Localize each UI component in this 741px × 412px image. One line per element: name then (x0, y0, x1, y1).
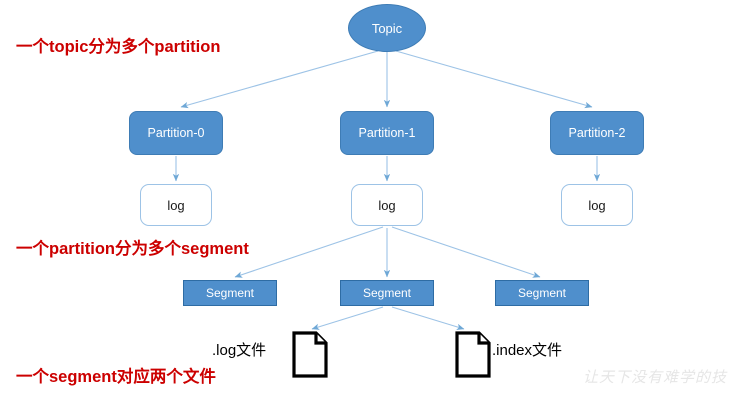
node-log-2-label: log (588, 197, 606, 213)
node-log-2[interactable]: log (561, 184, 633, 226)
node-segment-0-label: Segment (205, 286, 255, 300)
node-topic-label: Topic (371, 20, 403, 36)
node-segment-0[interactable]: Segment (183, 280, 277, 306)
node-topic[interactable]: Topic (348, 4, 426, 52)
edge-group-log-to-segments (234, 226, 541, 278)
edge-group-partitions-to-logs (172, 156, 601, 182)
annotation-topic-partition: 一个topic分为多个partition (16, 38, 221, 56)
node-log-0[interactable]: log (140, 184, 212, 226)
watermark-text: 让天下没有难学的技 (583, 368, 728, 386)
file-label-index: .index文件 (492, 342, 563, 359)
document-icon-index (455, 331, 491, 378)
node-partition-1[interactable]: Partition-1 (340, 111, 434, 155)
node-segment-2[interactable]: Segment (495, 280, 589, 306)
node-log-0-label: log (167, 197, 185, 213)
edge-group-segment-to-files (311, 306, 465, 330)
node-log-1-label: log (378, 197, 396, 213)
node-partition-2[interactable]: Partition-2 (550, 111, 644, 155)
annotation-segment-files: 一个segment对应两个文件 (16, 368, 216, 386)
node-segment-2-label: Segment (517, 286, 567, 300)
document-icon-log (292, 331, 328, 378)
node-partition-2-label: Partition-2 (568, 126, 626, 140)
node-partition-0[interactable]: Partition-0 (129, 111, 223, 155)
node-segment-1-label: Segment (362, 286, 412, 300)
node-partition-0-label: Partition-0 (147, 126, 205, 140)
node-segment-1[interactable]: Segment (340, 280, 434, 306)
edge-group-topic-to-partitions (180, 50, 593, 109)
file-label-log: .log文件 (212, 342, 267, 359)
node-partition-1-label: Partition-1 (358, 126, 416, 140)
annotation-partition-segment: 一个partition分为多个segment (16, 240, 249, 258)
node-log-1[interactable]: log (351, 184, 423, 226)
